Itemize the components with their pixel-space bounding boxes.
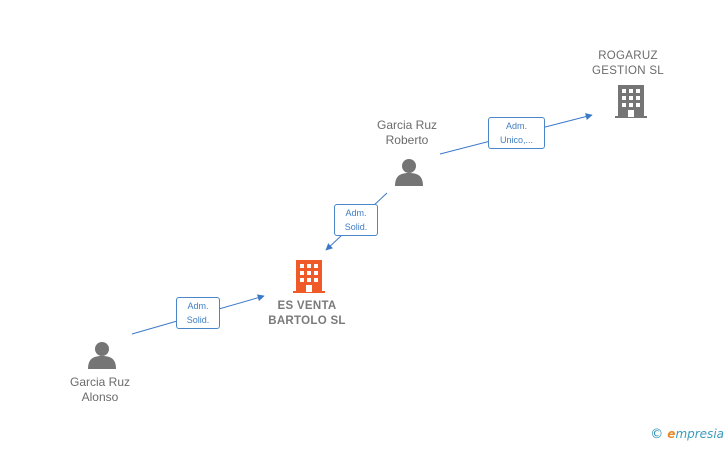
relation-line: Solid. — [186, 315, 210, 325]
label-line: Garcia Ruz — [69, 375, 131, 389]
relation-line: Adm. — [187, 301, 209, 311]
node-label-roberto[interactable]: Garcia Ruz Roberto — [357, 118, 457, 148]
node-label-esventa[interactable]: ES VENTA BARTOLO SL — [256, 299, 358, 329]
label-line: ES VENTA — [277, 300, 337, 312]
label-line: Garcia Ruz — [376, 118, 438, 132]
label-line: BARTOLO SL — [268, 315, 346, 327]
person-icon[interactable] — [395, 159, 423, 186]
relation-box-alonso-esventa[interactable]: Adm. Solid. — [176, 297, 220, 329]
label-line: Alonso — [81, 390, 119, 404]
relation-box-roberto-rogaruz[interactable]: Adm. Unico,... — [488, 117, 545, 149]
person-icon[interactable] — [88, 342, 116, 369]
label-line: Roberto — [385, 133, 429, 147]
relation-line: Adm. — [505, 121, 527, 131]
relation-line: Solid. — [344, 222, 368, 232]
copyright-icon: © — [650, 427, 664, 442]
brand-name: mpresia — [675, 427, 724, 441]
brand-initial: e — [667, 427, 676, 441]
node-label-rogaruz[interactable]: ROGARUZ GESTION SL — [578, 49, 678, 79]
label-line: GESTION SL — [591, 65, 665, 77]
building-icon[interactable] — [293, 260, 325, 293]
relation-box-roberto-esventa[interactable]: Adm. Solid. — [334, 204, 378, 236]
relation-line: Adm. — [345, 208, 367, 218]
building-icon[interactable] — [615, 85, 647, 118]
label-line: ROGARUZ — [598, 50, 658, 62]
relation-line: Unico,... — [499, 135, 533, 145]
node-label-alonso[interactable]: Garcia Ruz Alonso — [50, 375, 150, 405]
brand-watermark: ©empresia — [650, 427, 724, 442]
